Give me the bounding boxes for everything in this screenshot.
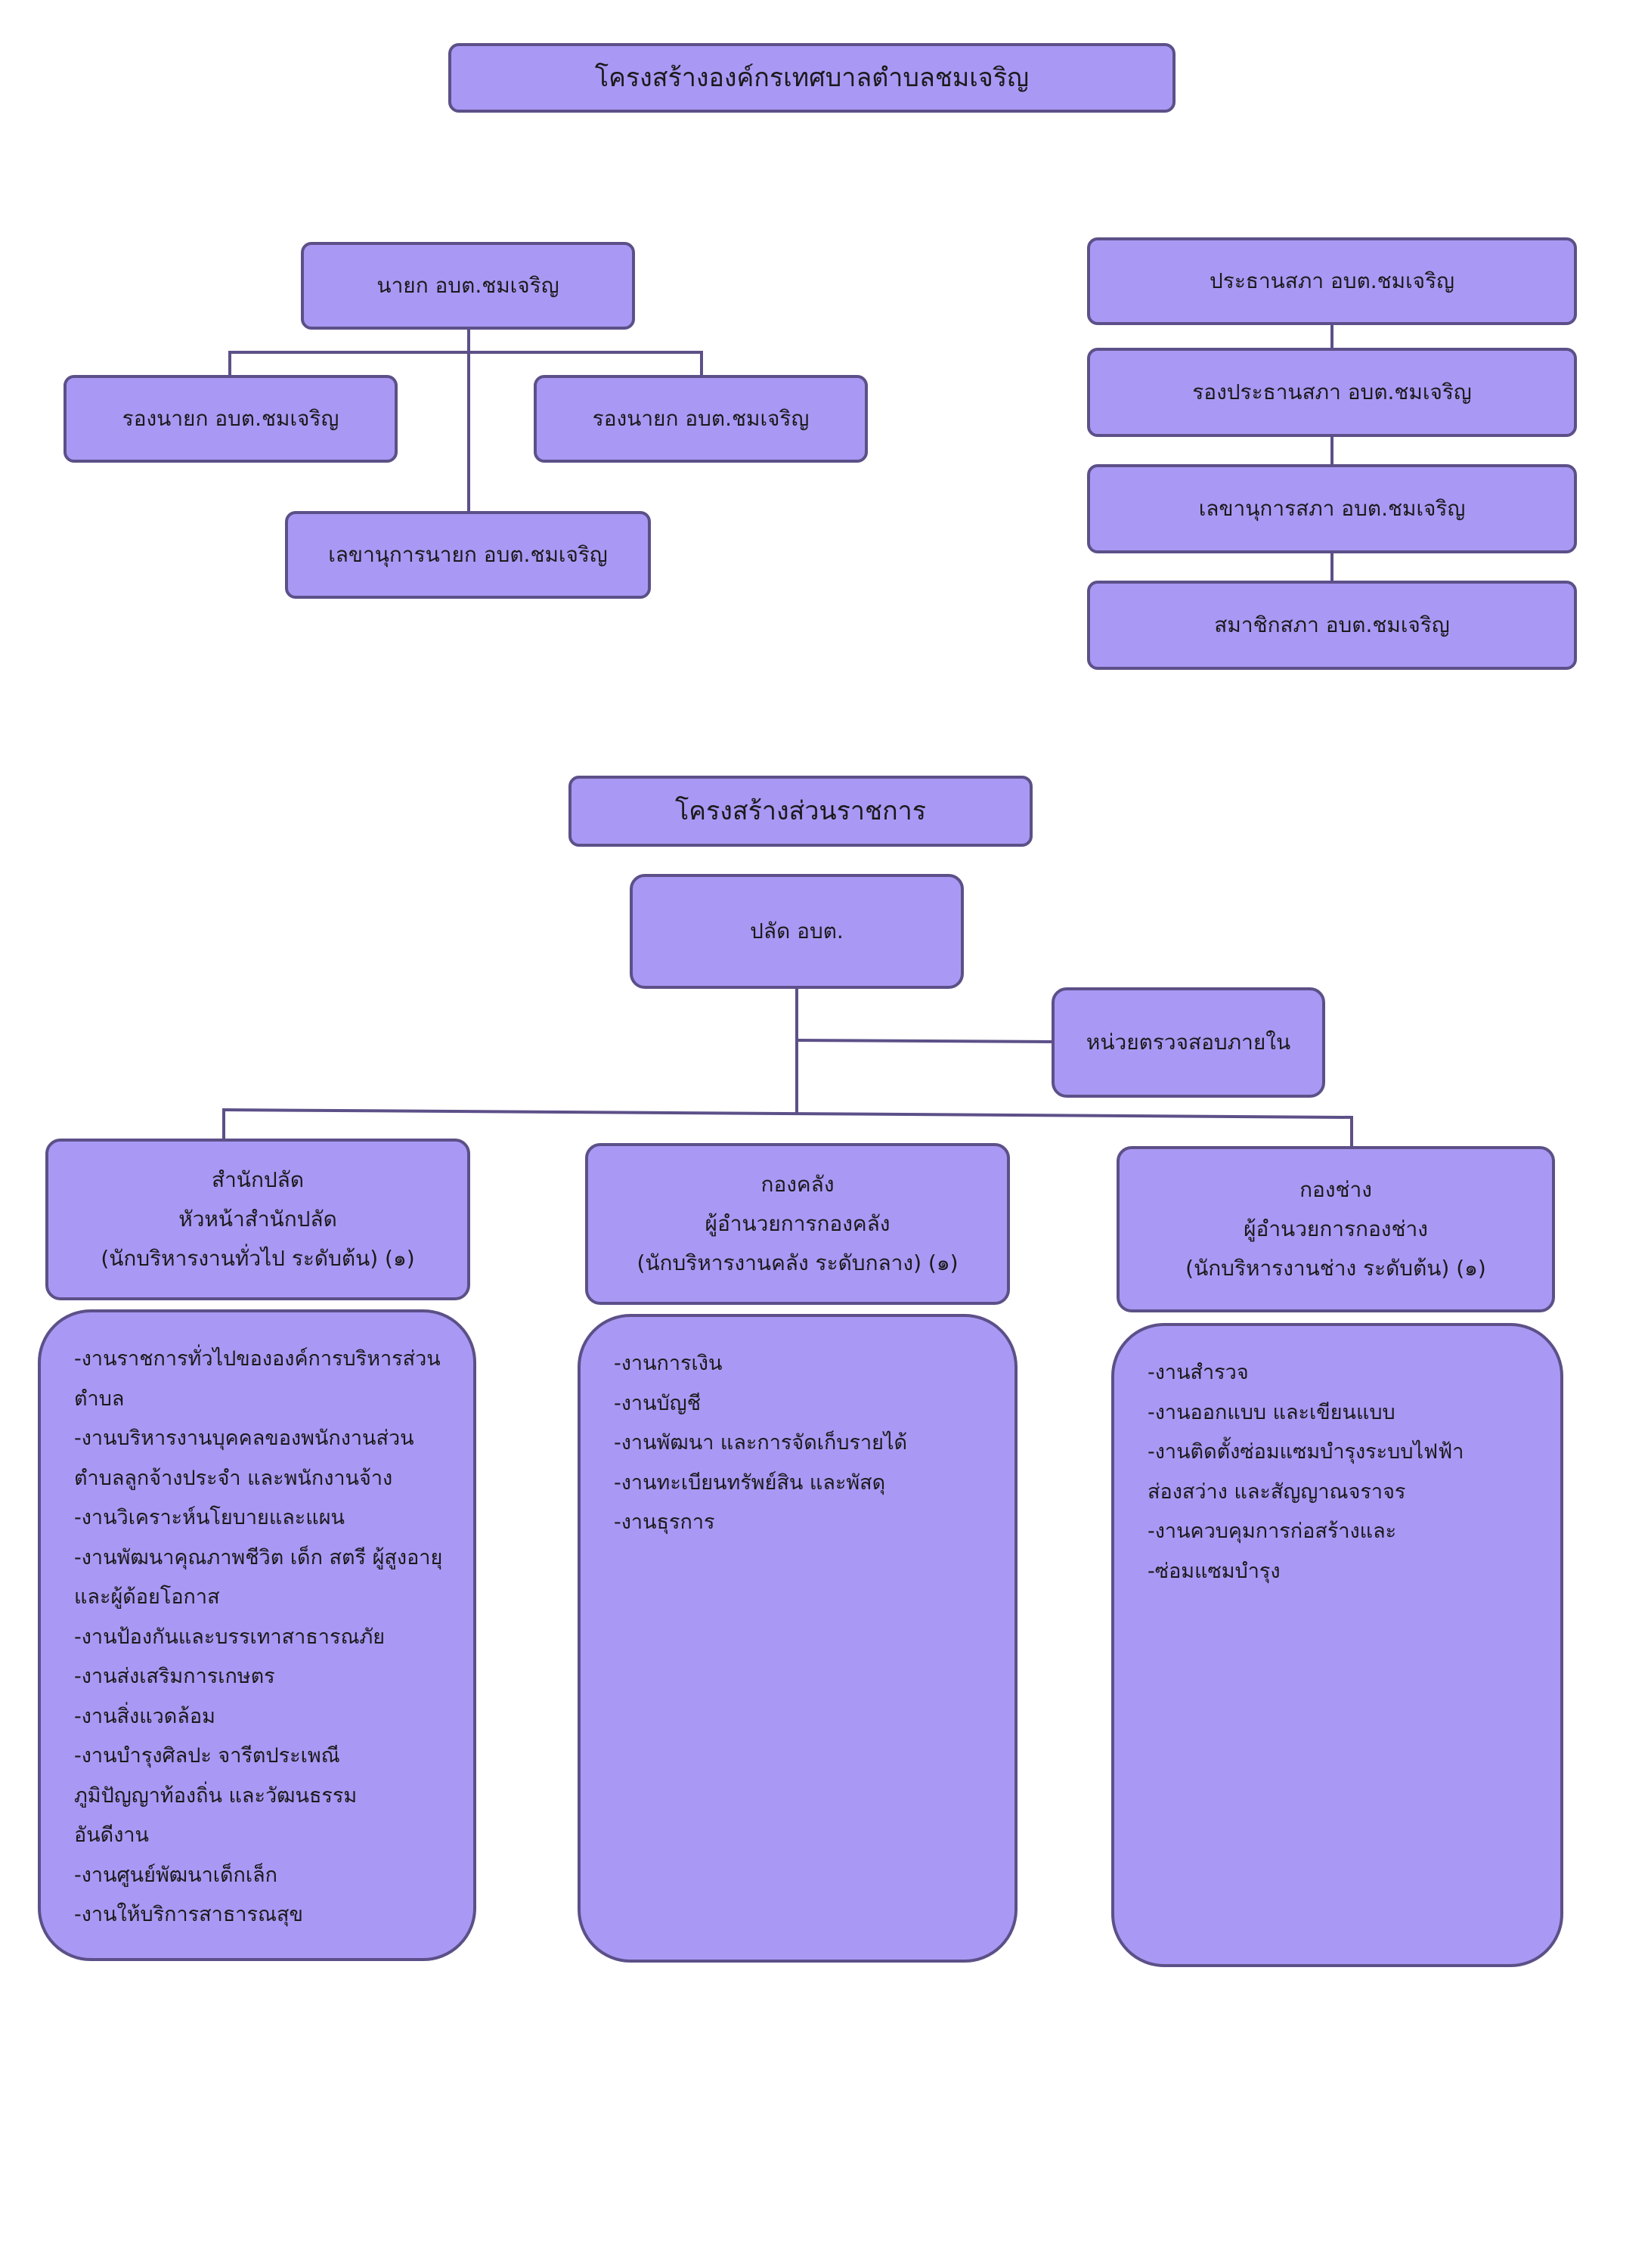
task-item: -งานสำรวจ xyxy=(1148,1361,1249,1384)
task-item: -งานสิ่งแวดล้อม xyxy=(74,1704,215,1728)
task-item: -ซ่อมแซมบำรุง xyxy=(1148,1559,1281,1583)
task-item: ตำบลลูกจ้างประจำ และพนักงานจ้าง xyxy=(74,1466,393,1490)
council-vice-president-box: รองประธานสภา อบต.ชมเจริญ xyxy=(1087,348,1577,437)
palad-label: ปลัด อบต. xyxy=(750,919,844,943)
task-item: -งานศูนย์พัฒนาเด็กเล็ก xyxy=(74,1863,277,1887)
task-list-finance: -งานการเงิน -งานบัญชี -งานพัฒนา และการจั… xyxy=(578,1314,1018,1963)
council-members-label: สมาชิกสภา อบต.ชมเจริญ xyxy=(1214,612,1450,637)
council-members-box: สมาชิกสภา อบต.ชมเจริญ xyxy=(1087,581,1577,670)
task-item: อันดีงาน xyxy=(74,1823,150,1847)
palad-box: ปลัด อบต. xyxy=(630,874,964,989)
task-item: -งานวิเคราะห์นโยบายและแผน xyxy=(74,1506,345,1529)
task-item: -งานส่งเสริมการเกษตร xyxy=(74,1665,275,1688)
task-item: -งานทะเบียนทรัพย์สิน และพัสดุ xyxy=(614,1470,886,1495)
council-president-label: ประธานสภา อบต.ชมเจริญ xyxy=(1210,268,1454,293)
task-item: -งานป้องกันและบรรเทาสาธารณภัย xyxy=(74,1625,386,1649)
internal-audit-box: หน่วยตรวจสอบภายใน xyxy=(1052,987,1325,1098)
task-item: ภูมิปัญญาท้องถิ่น และวัฒนธรรม xyxy=(74,1783,358,1808)
task-item: และผู้ด้อยโอกาส xyxy=(74,1585,220,1609)
mayor-secretary-label: เลขานุการนายก อบต.ชมเจริญ xyxy=(328,542,608,567)
task-list-palad-office: -งานราชการทั่วไปขององค์การบริหารส่วน ตำบ… xyxy=(38,1309,476,1961)
task-item: -งานให้บริการสาธารณสุข xyxy=(74,1903,303,1926)
deputy-mayor-left-label: รองนายก อบต.ชมเจริญ xyxy=(122,406,339,431)
deputy-mayor-left-box: รองนายก อบต.ชมเจริญ xyxy=(64,375,398,463)
admin-structure-title: โครงสร้างส่วนราชการ xyxy=(568,776,1033,847)
mayor-label: นายก อบต.ชมเจริญ xyxy=(376,273,559,298)
task-item: -งานติดตั้งซ่อมแซมบำรุงระบบไฟฟ้า xyxy=(1148,1440,1464,1464)
department-position: (นักบริหารงานช่าง ระดับต้น) (๑) xyxy=(1185,1256,1486,1281)
admin-structure-title-text: โครงสร้างส่วนราชการ xyxy=(674,795,927,826)
internal-audit-label: หน่วยตรวจสอบภายใน xyxy=(1086,1030,1291,1055)
council-president-box: ประธานสภา อบต.ชมเจริญ xyxy=(1087,237,1577,325)
department-position: (นักบริหารงานคลัง ระดับกลาง) (๑) xyxy=(637,1250,959,1275)
department-position: (นักบริหารงานทั่วไป ระดับต้น) (๑) xyxy=(101,1246,415,1271)
department-box-palad-office: สำนักปลัด หัวหน้าสำนักปลัด (นักบริหารงาน… xyxy=(45,1139,470,1300)
department-name: กองคลัง xyxy=(760,1172,835,1197)
department-name: สำนักปลัด xyxy=(211,1167,305,1192)
task-item: ตำบล xyxy=(74,1387,125,1411)
task-list-engineering: -งานสำรวจ -งานออกแบบ และเขียนแบบ -งานติด… xyxy=(1111,1323,1563,1967)
audit-branch-line xyxy=(795,1038,1056,1044)
department-box-finance: กองคลัง ผู้อำนวยการกองคลัง (นักบริหารงาน… xyxy=(585,1143,1010,1305)
task-item: -งานธุรการ xyxy=(614,1510,715,1534)
council-vice-president-label: รองประธานสภา อบต.ชมเจริญ xyxy=(1192,380,1472,404)
department-bar-line xyxy=(221,1108,1354,1120)
task-item: -งานการเงิน xyxy=(614,1352,723,1375)
task-item: ส่องสว่าง และสัญญาณจราจร xyxy=(1148,1479,1406,1504)
mayor-box: นายก อบต.ชมเจริญ xyxy=(301,242,635,330)
department-box-engineering: กองช่าง ผู้อำนวยการกองช่าง (นักบริหารงาน… xyxy=(1117,1146,1555,1312)
task-item: -งานควบคุมการก่อสร้างและ xyxy=(1148,1520,1397,1543)
org-structure-title: โครงสร้างองค์กรเทศบาลตำบลชมเจริญ xyxy=(448,43,1176,113)
task-item: -งานบัญชี xyxy=(614,1391,702,1415)
deputy-mayor-right-label: รองนายก อบต.ชมเจริญ xyxy=(592,406,810,431)
council-secretary-box: เลขานุการสภา อบต.ชมเจริญ xyxy=(1087,464,1577,553)
task-item: -งานออกแบบ และเขียนแบบ xyxy=(1148,1400,1395,1424)
task-item: -งานบริหารงานบุคคลของพนักงานส่วน xyxy=(74,1427,414,1450)
task-item: -งานบำรุงศิลปะ จารีตประเพณี xyxy=(74,1744,340,1768)
org-structure-title-text: โครงสร้างองค์กรเทศบาลตำบลชมเจริญ xyxy=(594,62,1030,93)
task-item: -งานพัฒนา และการจัดเก็บรายได้ xyxy=(614,1431,908,1455)
mayor-secretary-box: เลขานุการนายก อบต.ชมเจริญ xyxy=(285,511,651,599)
department-head: หัวหน้าสำนักปลัด xyxy=(178,1207,337,1232)
department-name: กองช่าง xyxy=(1299,1177,1372,1202)
deputy-mayor-right-box: รองนายก อบต.ชมเจริญ xyxy=(534,375,868,463)
department-head: ผู้อำนวยการกองคลัง xyxy=(705,1211,891,1236)
council-secretary-label: เลขานุการสภา อบต.ชมเจริญ xyxy=(1198,496,1466,521)
department-head: ผู้อำนวยการกองช่าง xyxy=(1244,1216,1428,1241)
task-item: -งานราชการทั่วไปขององค์การบริหารส่วน xyxy=(74,1347,441,1371)
task-item: -งานพัฒนาคุณภาพชีวิต เด็ก สตรี ผู้สูงอาย… xyxy=(74,1545,443,1569)
